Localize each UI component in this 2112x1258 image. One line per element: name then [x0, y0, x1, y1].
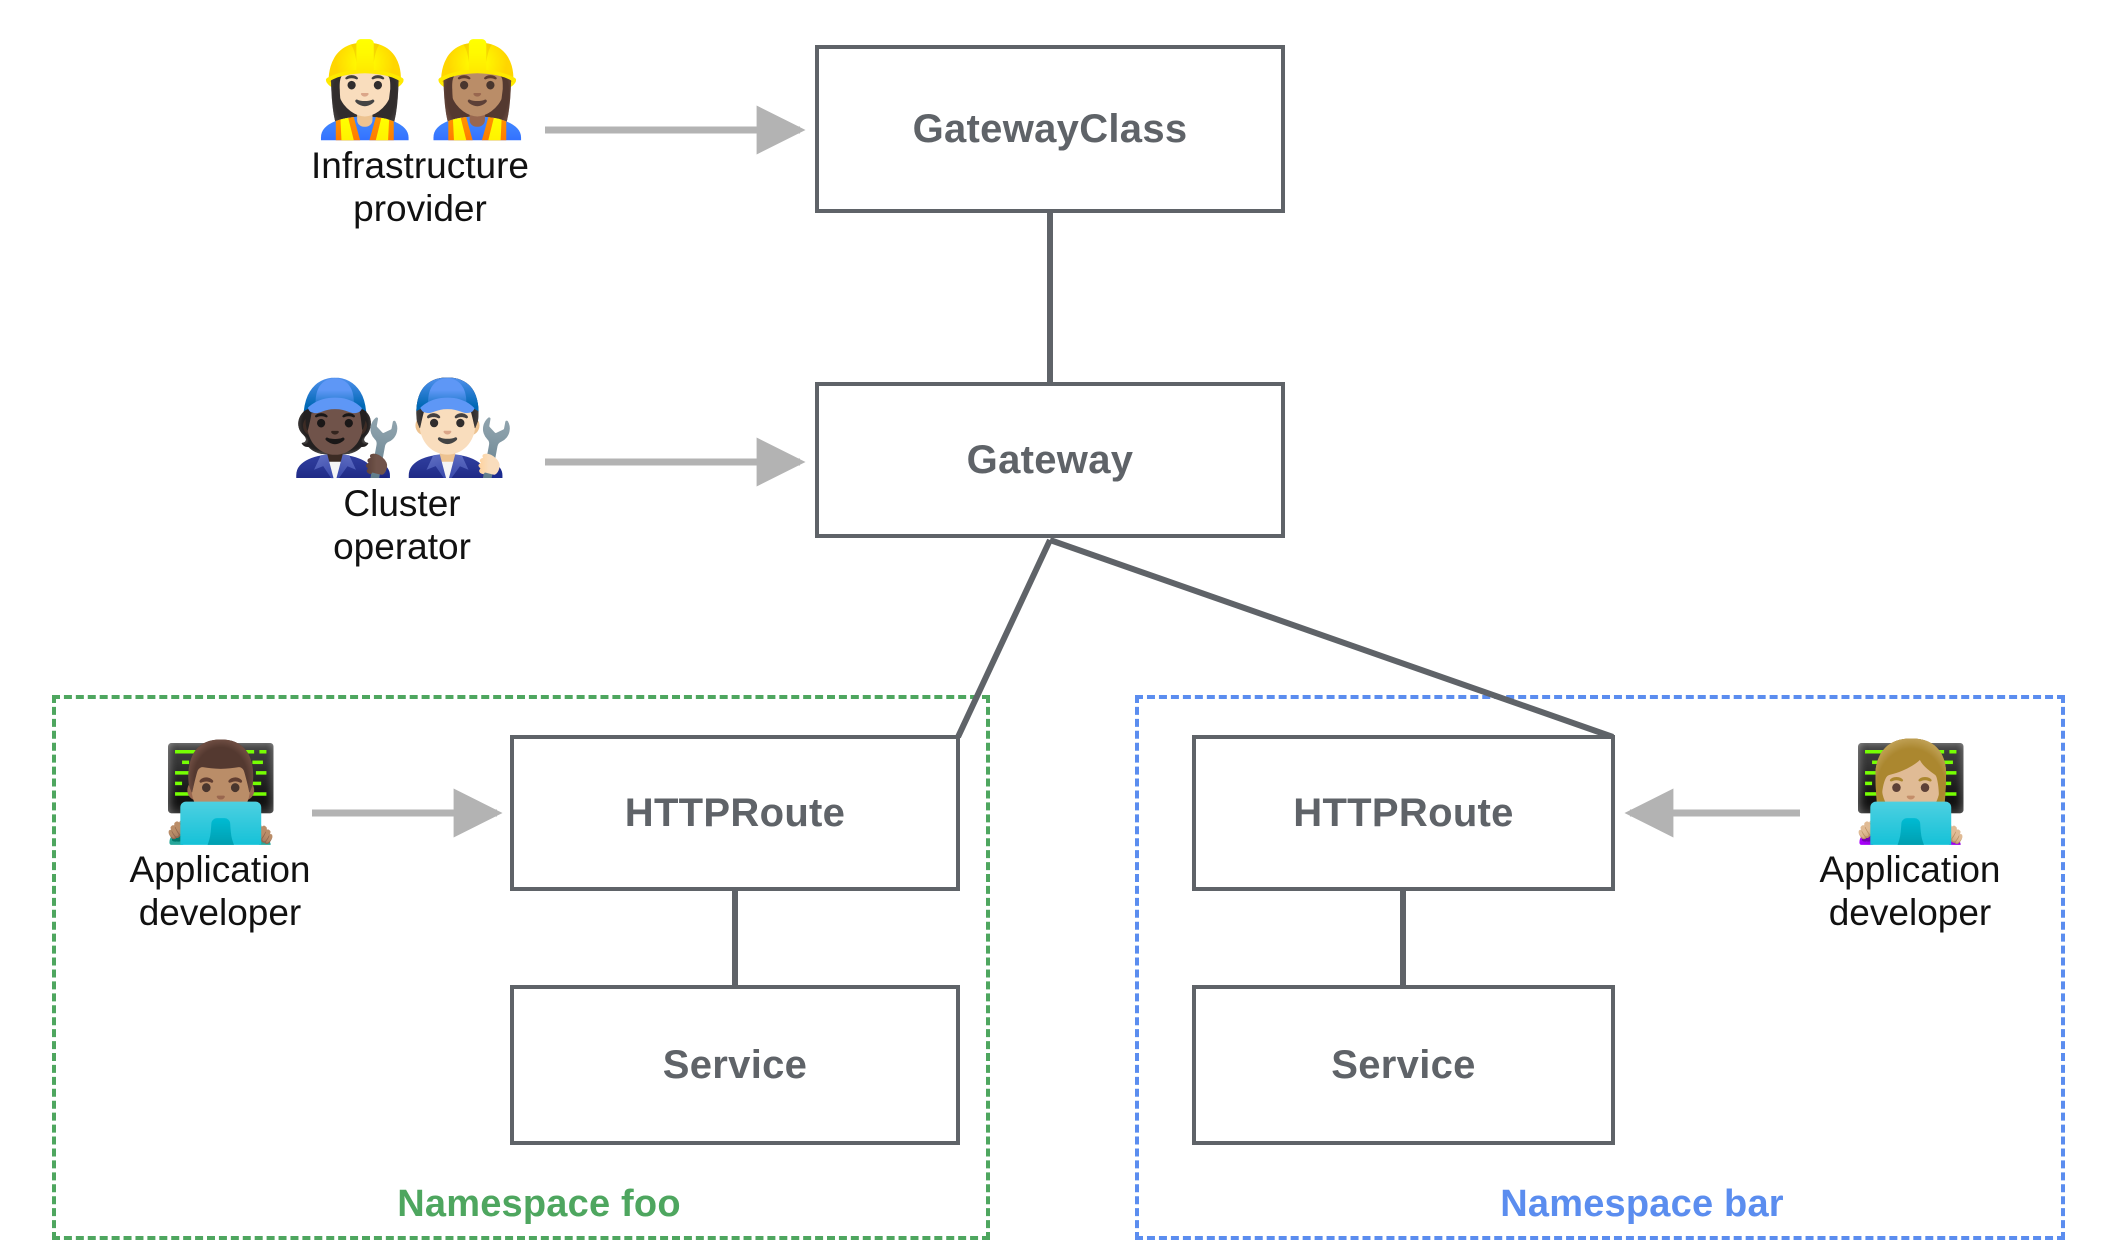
persona-cluster-operator-label: Cluster operator — [333, 482, 471, 567]
node-service-bar[interactable]: Service — [1192, 985, 1615, 1145]
persona-cluster-operator: 🧑🏿‍🔧👨🏻‍🔧 Cluster operator — [272, 374, 532, 568]
persona-application-developer-bar: 👩🏼‍💻 Application developer — [1800, 742, 2020, 935]
node-gatewayclass[interactable]: GatewayClass — [815, 45, 1285, 213]
namespace-bar-label: Namespace bar — [1500, 1183, 1784, 1225]
node-service-foo[interactable]: Service — [510, 985, 960, 1145]
woman-construction-worker-icon: 👷🏻‍♀️👷🏽‍♀️ — [307, 36, 534, 143]
node-httproute-foo[interactable]: HTTPRoute — [510, 735, 960, 891]
node-httproute-foo-label: HTTPRoute — [624, 790, 846, 835]
node-gateway[interactable]: Gateway — [815, 382, 1285, 538]
node-service-bar-label: Service — [1331, 1042, 1476, 1087]
persona-application-developer-foo-label: Application developer — [129, 848, 311, 933]
persona-infrastructure-provider-label: Infrastructure provider — [311, 144, 529, 229]
persona-infrastructure-provider: 👷🏻‍♀️👷🏽‍♀️ Infrastructure provider — [290, 36, 550, 230]
man-technologist-icon: 👨🏽‍💻 — [161, 736, 281, 848]
node-httproute-bar-label: HTTPRoute — [1293, 790, 1514, 835]
namespace-foo-label: Namespace foo — [397, 1183, 681, 1225]
persona-application-developer-bar-label: Application developer — [1819, 848, 2001, 933]
namespace-foo-boundary: Namespace foo — [52, 695, 990, 1240]
node-gateway-label: Gateway — [966, 437, 1134, 482]
mechanic-icon: 🧑🏿‍🔧👨🏻‍🔧 — [289, 374, 516, 481]
node-service-foo-label: Service — [662, 1042, 808, 1087]
node-gatewayclass-label: GatewayClass — [912, 106, 1188, 151]
node-httproute-bar[interactable]: HTTPRoute — [1192, 735, 1615, 891]
persona-application-developer-foo: 👨🏽‍💻 Application developer — [110, 742, 330, 935]
woman-technologist-icon: 👩🏼‍💻 — [1851, 736, 1971, 848]
